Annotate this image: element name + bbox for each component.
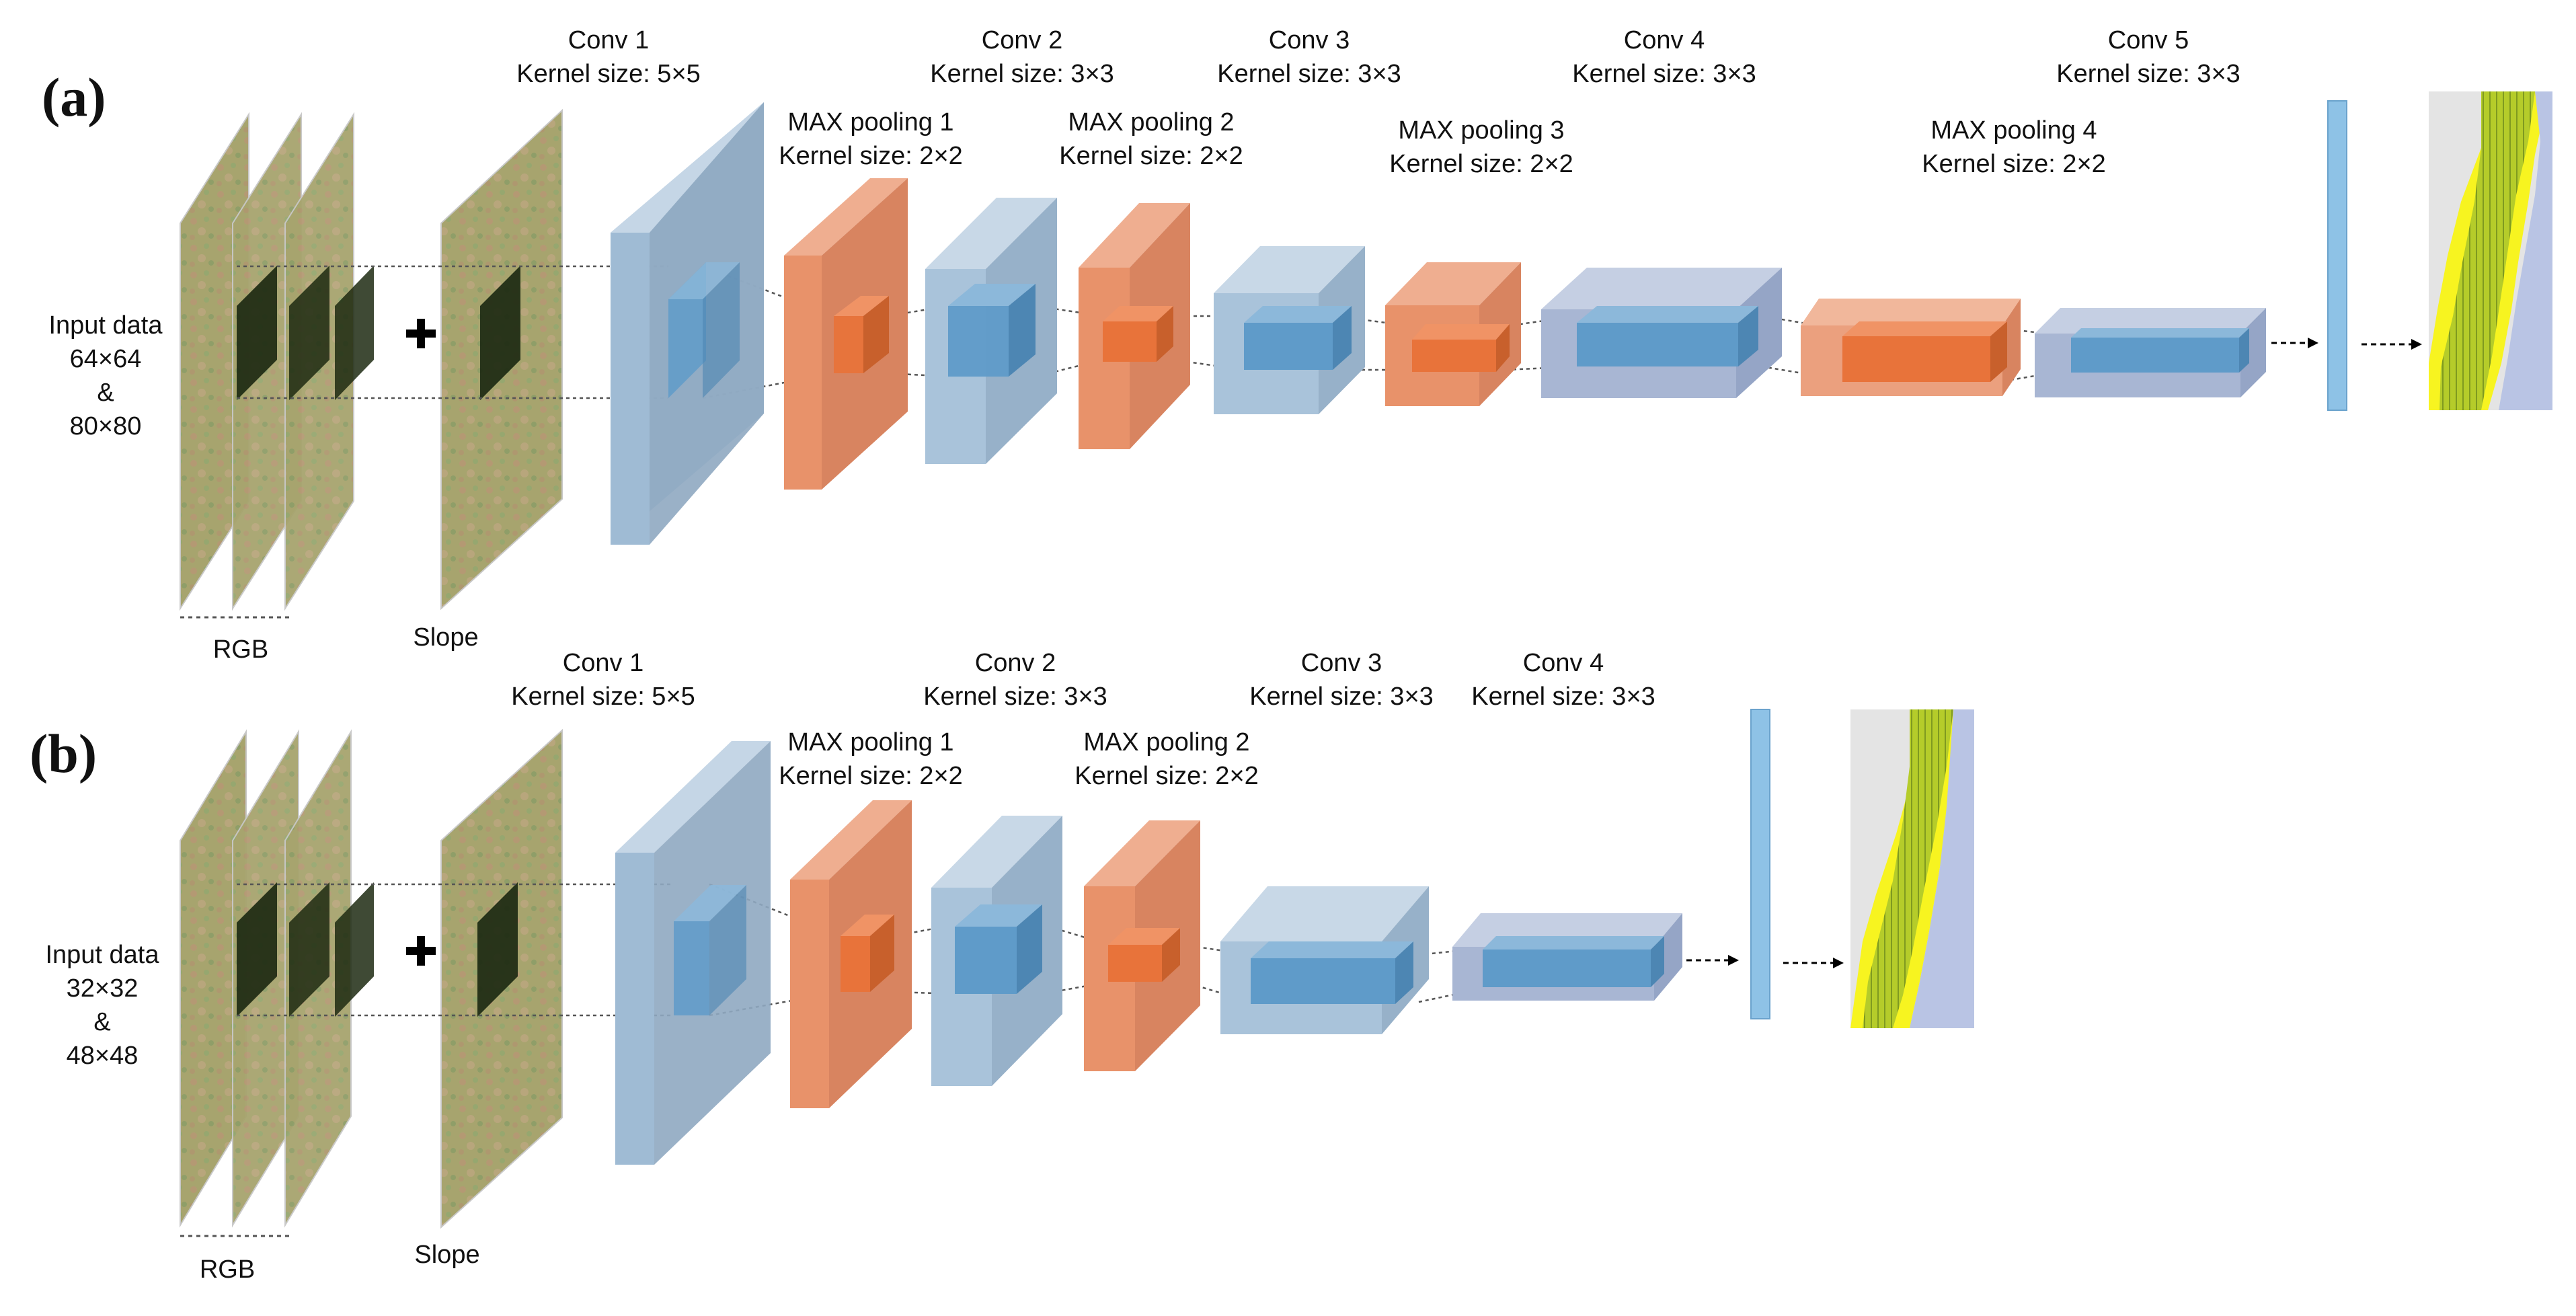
panel-a-label: (a) — [42, 67, 106, 128]
a-conv5-title: Conv 5 — [2108, 26, 2189, 54]
b-conv2-kernel: Kernel size: 3×3 — [923, 683, 1107, 711]
a-conv1-title: Conv 1 — [568, 26, 649, 54]
b-input-size-2: 48×48 — [67, 1042, 139, 1070]
b-conv2-block — [931, 816, 1062, 1086]
b-rgb-window-1 — [237, 882, 277, 1017]
b-conv1-block — [615, 741, 771, 1165]
b-conv4-kernel: Kernel size: 3×3 — [1471, 683, 1655, 711]
b-conv2-inner — [955, 927, 1017, 994]
a-conv4-kernel: Kernel size: 3×3 — [1572, 60, 1756, 88]
b-input-title: Input data — [45, 941, 159, 969]
a-input-amp: & — [97, 379, 114, 407]
a-pool4-kernel: Kernel size: 2×2 — [1922, 150, 2106, 178]
plus-icon — [406, 936, 436, 966]
panel-b-label: (b) — [30, 723, 97, 784]
a-pool3-inner — [1412, 340, 1496, 372]
b-pool2-block — [1084, 820, 1200, 1071]
a-slope-window — [480, 266, 520, 400]
a-input-title: Input data — [48, 311, 163, 340]
a-conv3-inner — [1244, 323, 1333, 370]
a-pool4-block — [1801, 299, 2021, 396]
b-conv3-inner — [1251, 958, 1395, 1004]
dashed-arrow-icon — [1686, 955, 1739, 966]
a-rgb-window-2 — [289, 266, 329, 400]
b-pool1-block — [790, 800, 912, 1108]
b-conv3-kernel: Kernel size: 3×3 — [1249, 683, 1434, 711]
a-slope-label: Slope — [413, 623, 478, 652]
panel-b: (b) Conv 1 Kernel size: 5×5 MAX pooling … — [30, 649, 1974, 1284]
b-slope-label: Slope — [414, 1241, 479, 1269]
b-conv3-block — [1220, 886, 1429, 1034]
a-rgb-window-3 — [335, 266, 374, 400]
b-rgb-window-2 — [289, 882, 329, 1017]
a-conv5-block — [2035, 308, 2266, 397]
a-input-size-2: 80×80 — [70, 412, 142, 440]
a-conv4-title: Conv 4 — [1624, 26, 1705, 54]
a-pool4-inner — [1842, 336, 1990, 382]
b-conv3-title: Conv 3 — [1301, 649, 1382, 677]
a-conv2-title: Conv 2 — [982, 26, 1062, 54]
a-rgb-window-1 — [237, 266, 277, 400]
a-pool1-kernel: Kernel size: 2×2 — [779, 142, 963, 170]
b-conv1-title: Conv 1 — [563, 649, 643, 677]
b-output-map — [1850, 709, 1974, 1028]
a-output-map — [2429, 91, 2552, 410]
a-pool3-title: MAX pooling 3 — [1398, 116, 1564, 145]
a-rgb-label: RGB — [213, 635, 268, 664]
a-conv4-inner — [1577, 323, 1738, 366]
b-pool2-title: MAX pooling 2 — [1083, 728, 1249, 757]
dashed-arrow-icon — [1783, 958, 1844, 968]
b-input-size-1: 32×32 — [67, 974, 139, 1003]
b-rgb-tiles: RGB — [180, 729, 374, 1284]
a-pool2-title: MAX pooling 2 — [1068, 108, 1234, 137]
b-rgb-window-3 — [335, 882, 374, 1017]
b-slope-tile-group: Slope — [414, 728, 563, 1269]
b-pool1-inner — [841, 936, 870, 992]
dashed-arrow-icon — [2271, 338, 2318, 348]
a-conv3-kernel: Kernel size: 3×3 — [1217, 60, 1401, 88]
a-slope-tile-group: Slope — [413, 108, 563, 652]
a-pool3-block — [1385, 262, 1521, 406]
dashed-arrow-icon — [2362, 339, 2422, 350]
b-conv1-kernel-cube — [674, 885, 746, 921]
b-rgb-label: RGB — [200, 1255, 255, 1284]
b-conv1-kernel: Kernel size: 5×5 — [511, 683, 695, 711]
b-slope-window — [477, 882, 518, 1017]
a-conv5-kernel: Kernel size: 3×3 — [2056, 60, 2240, 88]
a-conv3-block — [1214, 246, 1365, 414]
plus-icon — [406, 319, 436, 348]
a-conv1-block — [611, 102, 764, 545]
b-pool1-title: MAX pooling 1 — [787, 728, 953, 757]
b-conv4-inner — [1483, 950, 1651, 987]
panel-a: (a) Conv 1 Kernel size: 5×5 MAX pooling … — [42, 26, 2552, 664]
a-conv4-block — [1541, 268, 1782, 398]
a-rgb-tiles: RGB — [180, 112, 374, 664]
a-conv1-kernel: Kernel size: 5×5 — [516, 60, 701, 88]
b-conv2-title: Conv 2 — [975, 649, 1056, 677]
a-pool1-block — [784, 178, 908, 490]
a-input-size-1: 64×64 — [70, 345, 142, 373]
a-conv2-inner — [948, 306, 1009, 377]
a-conv3-title: Conv 3 — [1269, 26, 1350, 54]
a-pool4-title: MAX pooling 4 — [1930, 116, 2097, 145]
a-pool2-block — [1079, 203, 1190, 449]
b-dense-layer — [1750, 709, 1770, 1019]
b-pool2-inner — [1108, 945, 1162, 982]
b-input-amp: & — [93, 1008, 110, 1036]
b-pool2-kernel: Kernel size: 2×2 — [1075, 762, 1259, 790]
a-pool3-kernel: Kernel size: 2×2 — [1389, 150, 1573, 178]
a-pool2-kernel: Kernel size: 2×2 — [1059, 142, 1243, 170]
b-pool1-kernel: Kernel size: 2×2 — [779, 762, 963, 790]
b-conv4-title: Conv 4 — [1523, 649, 1604, 677]
a-conv5-inner — [2071, 338, 2239, 373]
a-pool1-inner — [834, 316, 863, 373]
a-pool1-title: MAX pooling 1 — [787, 108, 953, 137]
a-dense-layer — [2327, 100, 2347, 411]
a-pool2-inner — [1103, 321, 1157, 362]
b-conv4-block — [1452, 913, 1682, 1001]
a-conv2-kernel: Kernel size: 3×3 — [930, 60, 1114, 88]
a-conv2-block — [925, 198, 1057, 464]
